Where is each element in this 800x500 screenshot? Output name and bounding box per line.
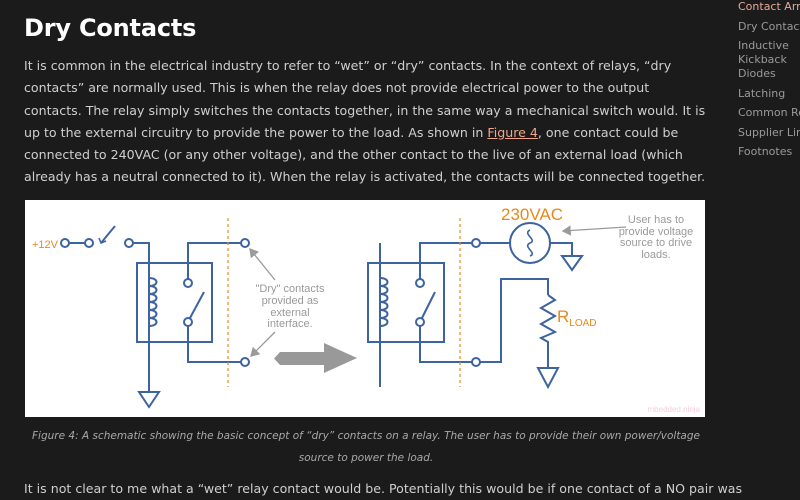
figure-4-schematic: +12V "Dry" contacts provided as external…	[25, 200, 705, 417]
paragraph: It is common in the electrical industry …	[24, 58, 706, 185]
transition-arrow	[274, 343, 357, 373]
toc-item-contact-arrangements[interactable]: Contact Arrangements	[738, 0, 800, 13]
table-of-contents: Contact Arrangements Dry Contacts Induct…	[738, 0, 800, 165]
rload-label: RLOAD	[557, 307, 597, 329]
svg-text:loads.: loads.	[641, 249, 670, 261]
figure-4-link[interactable]: Figure 4	[487, 124, 538, 140]
paragraph: It is not clear to me what a “wet” relay…	[24, 481, 743, 496]
svg-text:"Dry" contacts: "Dry" contacts	[256, 283, 325, 295]
svg-text:interface.: interface.	[267, 318, 312, 330]
label-230vac: 230VAC	[501, 205, 563, 224]
label-12v: +12V	[32, 239, 59, 251]
watermark: mbedded.ninja	[648, 405, 701, 414]
user-note: User has to provide voltage source to dr…	[619, 214, 694, 261]
svg-text:external: external	[270, 307, 309, 319]
svg-text:provide voltage: provide voltage	[619, 226, 694, 238]
toc-item-latching[interactable]: Latching	[738, 86, 786, 100]
toc-item-supplier-links[interactable]: Supplier Links	[738, 125, 800, 139]
toc-item-common-relays[interactable]: Common Relays	[738, 106, 800, 119]
figure-caption: Figure 4: A schematic showing the basic …	[32, 430, 700, 464]
toc-item-dry-contacts[interactable]: Dry Contacts	[738, 19, 800, 33]
toc-item-inductive-kickback-diodes[interactable]: Inductive Kickback Diodes	[738, 39, 789, 80]
svg-text:User has to: User has to	[628, 214, 684, 226]
svg-text:provided as: provided as	[262, 295, 319, 307]
page-title: Dry Contacts	[24, 14, 197, 42]
dry-contacts-note: "Dry" contacts provided as external inte…	[256, 283, 325, 330]
toc-item-footnotes[interactable]: Footnotes	[738, 145, 793, 158]
svg-text:source to drive: source to drive	[620, 237, 692, 249]
